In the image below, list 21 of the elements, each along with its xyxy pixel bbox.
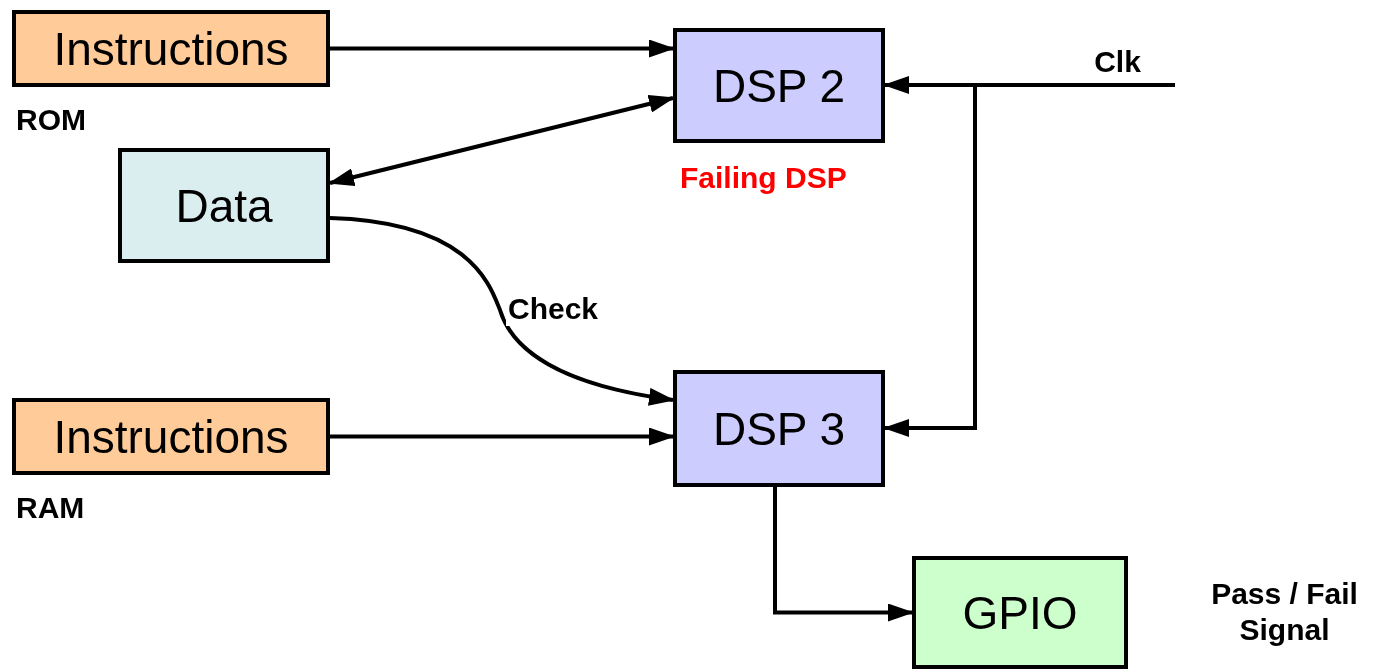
- arrow: [773, 487, 914, 622]
- block-label: Data: [175, 178, 273, 233]
- caption-label: Pass / Fail Signal: [1210, 576, 1359, 648]
- block-label: DSP 2: [712, 58, 846, 113]
- block-box: [673, 370, 885, 487]
- caption-label: RAM: [16, 490, 85, 526]
- caption-label: Failing DSP: [680, 160, 847, 196]
- block-label: Instructions: [53, 21, 289, 76]
- block-box: [673, 28, 885, 143]
- arrow: [330, 39, 675, 58]
- block-box: [12, 398, 330, 475]
- block-box: [12, 10, 330, 87]
- signal-label: Clk: [1060, 38, 1175, 85]
- block-label: GPIO: [962, 585, 1078, 640]
- block-box: [118, 148, 330, 263]
- arrow: [329, 216, 675, 406]
- block-box: [912, 556, 1128, 669]
- arrow: [330, 427, 675, 446]
- block-label: Instructions: [53, 409, 289, 464]
- caption-label: ROM: [16, 102, 86, 138]
- block-label: DSP 3: [712, 401, 846, 456]
